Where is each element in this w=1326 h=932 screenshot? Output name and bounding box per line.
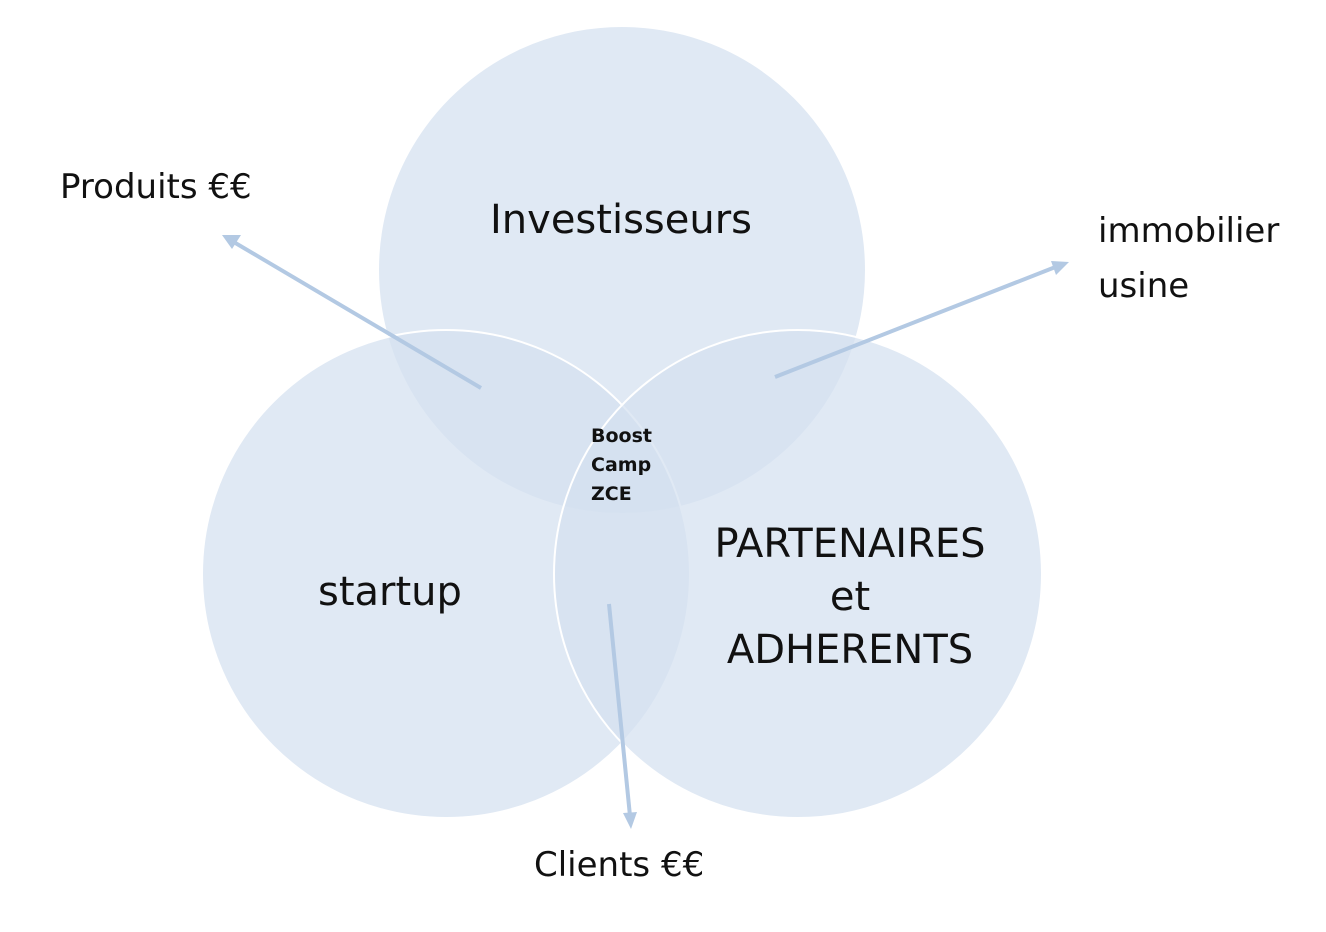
investisseurs-label: Investisseurs: [490, 197, 752, 243]
produits-label: Produits €€: [60, 167, 252, 207]
arrow-clients: [607, 603, 632, 817]
partenaires-circle: [553, 329, 1043, 819]
clients-label: Clients €€: [534, 845, 705, 885]
partenaires-line-3: ADHERENTS: [726, 627, 974, 673]
arrow-immobilier: [774, 264, 1059, 379]
partenaires-line-1: PARTENAIRES: [714, 521, 986, 567]
partenaires-label: PARTENAIRES et ADHERENTS: [700, 518, 1000, 677]
boost-camp-line-3: ZCE: [591, 483, 632, 505]
immobilier-line-2: usine: [1098, 266, 1190, 306]
arrow-produits: [230, 239, 483, 390]
immobilier-line-1: immobilier: [1098, 211, 1280, 251]
arrow-produits-head: [222, 235, 241, 249]
arrow-clients-head: [623, 812, 637, 829]
boost-camp-line-1: Boost: [591, 425, 652, 447]
boost-camp-line-2: Camp: [591, 454, 652, 476]
immobilier-label: immobilier usine: [1098, 213, 1279, 304]
partenaires-line-2: et: [829, 574, 871, 620]
arrow-immobilier-head: [1051, 261, 1069, 275]
startup-label: startup: [318, 569, 462, 615]
boost-camp-label: Boost Camp ZCE: [591, 422, 652, 509]
